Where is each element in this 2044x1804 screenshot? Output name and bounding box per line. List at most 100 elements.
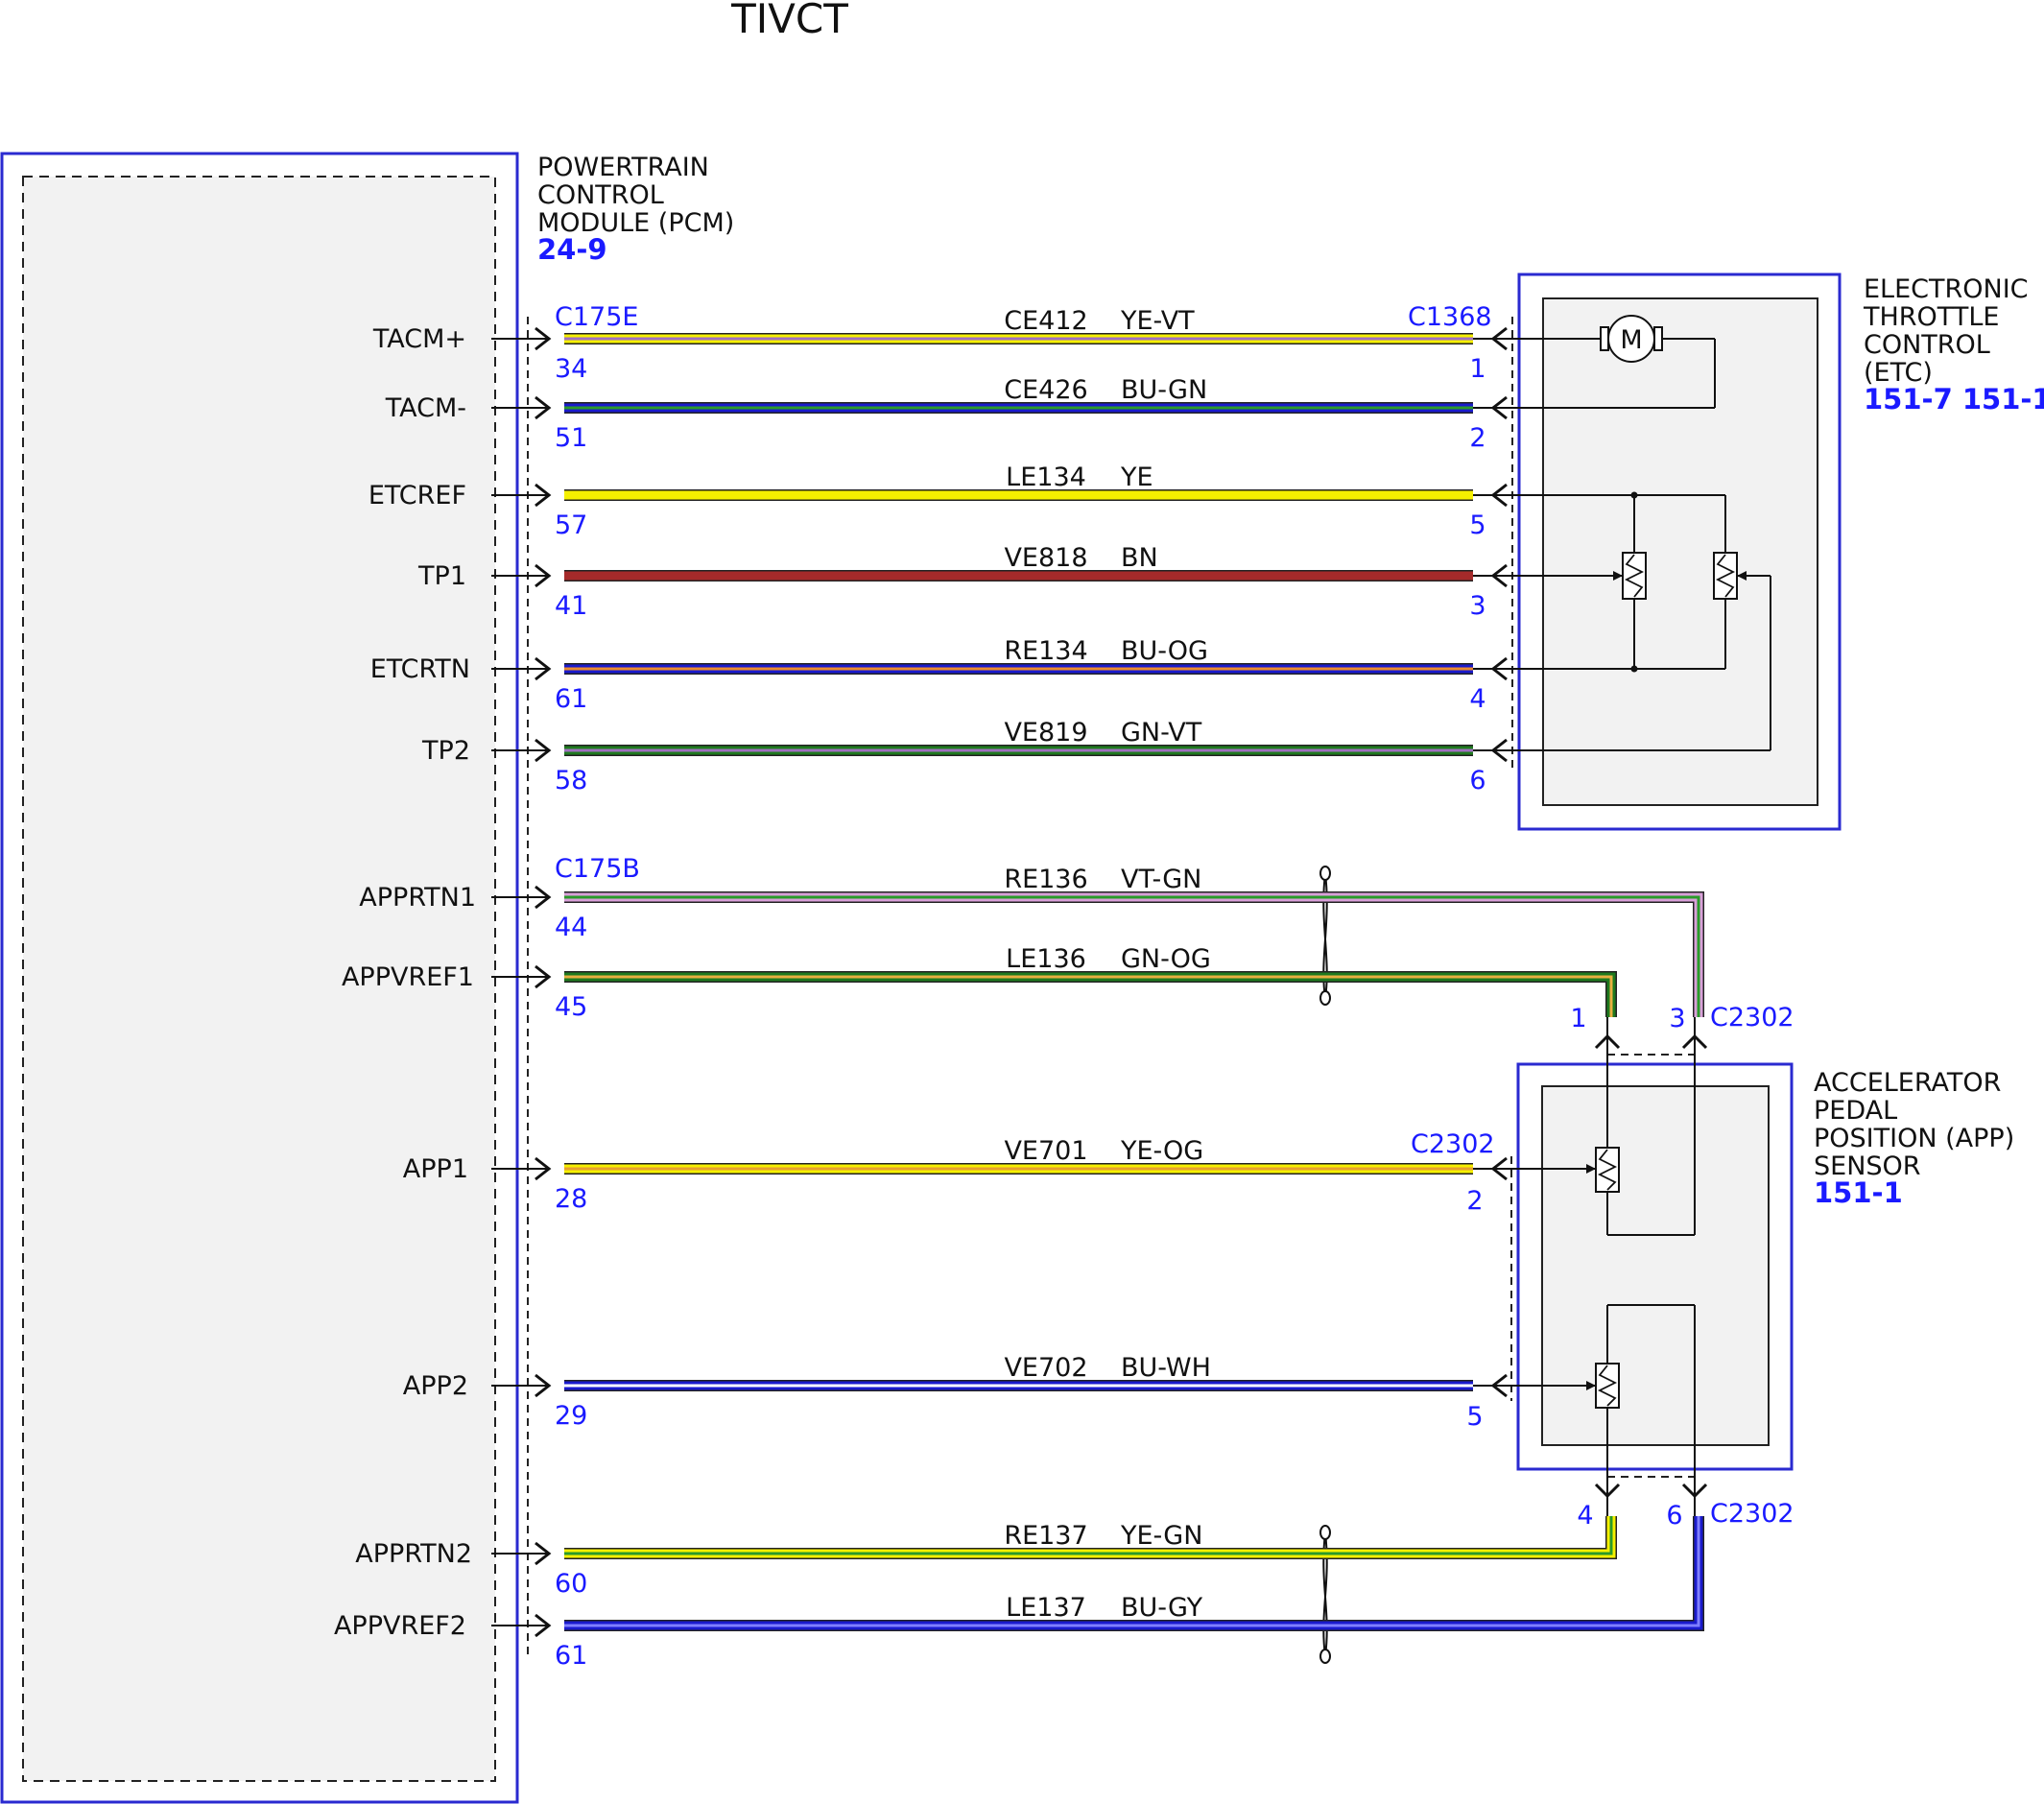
app-connector-bottom[interactable]: C2302 — [1710, 1499, 1794, 1529]
far-pin-number: 1 — [1469, 354, 1485, 384]
pcm-pin-number: 41 — [555, 591, 587, 621]
pcm-connector-c175b[interactable]: C175B — [555, 854, 640, 884]
pcm-name-line-3: MODULE (PCM) — [537, 208, 734, 238]
pcm-arrow-icon — [535, 1613, 552, 1638]
pcm-pin-label: TP1 — [417, 561, 466, 591]
pcm-arrow-icon — [535, 1156, 552, 1181]
pcm-pin-label: ETCREF — [368, 481, 466, 510]
app-sensor-elements-icon — [1497, 1035, 1696, 1497]
etc-connector-c1368[interactable]: C1368 — [1408, 302, 1492, 332]
throttle-motor-icon: M — [1497, 315, 1716, 409]
wire-le137[interactable]: APPVREF2 61 LE137 BU-GY 6 — [334, 1494, 1704, 1671]
etc-name-line-4: (ETC) — [1864, 358, 1933, 388]
wire-color-code: BN — [1121, 543, 1158, 573]
wire-color-code: YE — [1120, 463, 1153, 492]
wire-circuit-id: RE137 — [1004, 1521, 1087, 1551]
app-connector-top[interactable]: C2302 — [1710, 1003, 1794, 1033]
pcm-pin-number: 44 — [555, 913, 587, 942]
pcm-connector-c175e[interactable]: C175E — [555, 302, 638, 332]
far-pin-number: 4 — [1469, 684, 1485, 714]
pcm-module: POWERTRAIN CONTROL MODULE (PCM) 24-9 — [0, 152, 734, 1804]
pcm-pin-label: APPVREF1 — [342, 962, 474, 992]
etc-name-line-2: THROTTLE — [1863, 302, 1999, 332]
wire-circuit-id: LE134 — [1006, 463, 1086, 492]
pcm-arrow-icon — [535, 563, 552, 588]
pcm-arrow-icon — [535, 738, 552, 763]
wire-circuit-id: RE136 — [1004, 865, 1087, 894]
pcm-arrow-icon — [535, 483, 552, 508]
pcm-pin-number: 51 — [555, 423, 587, 453]
pcm-pin-label: APPRTN1 — [359, 883, 476, 913]
pcm-pin-number: 61 — [555, 684, 587, 714]
pcm-arrow-icon — [535, 1541, 552, 1566]
pcm-pin-label: TP2 — [421, 736, 470, 766]
wire-color-code: BU-GY — [1121, 1593, 1203, 1623]
wire-le134[interactable]: ETCREF 57 LE134 YE 5 — [368, 463, 1508, 540]
pcm-pin-label: APPVREF2 — [334, 1611, 466, 1641]
pcm-arrow-icon — [535, 964, 552, 989]
wire-circuit-id: RE134 — [1004, 636, 1087, 666]
pcm-name-line-2: CONTROL — [537, 180, 664, 210]
wire-color-code: YE-GN — [1120, 1521, 1202, 1551]
far-pin-number: 2 — [1466, 1186, 1483, 1216]
wire-color-code: BU-WH — [1121, 1353, 1211, 1383]
app-sensor-module: ACCELERATOR PEDAL POSITION (APP) SENSOR … — [1516, 1062, 2014, 1471]
app-refs[interactable]: 151-1 — [1814, 1176, 1903, 1209]
wire-circuit-id: VE701 — [1004, 1136, 1087, 1166]
wire-stripe — [564, 895, 1700, 1017]
wire-color-code: YE-VT — [1120, 306, 1195, 336]
pcm-pin-number: 57 — [555, 510, 587, 540]
wire-circuit-id: VE818 — [1004, 543, 1087, 573]
wire-circuit-id: CE426 — [1004, 375, 1087, 405]
app-name-line-2: PEDAL — [1814, 1096, 1897, 1126]
pcm-refs[interactable]: 24-9 — [537, 233, 607, 266]
far-pin-number: 5 — [1466, 1402, 1483, 1432]
wire-circuit-id: LE137 — [1006, 1593, 1086, 1623]
motor-label: M — [1620, 325, 1642, 355]
wire-color-code: GN-OG — [1121, 944, 1211, 974]
wire-color-code: VT-GN — [1121, 865, 1201, 894]
app-name-line-4: SENSOR — [1814, 1151, 1921, 1181]
pcm-pin-label: TACM- — [385, 393, 466, 423]
twisted-pair-icon-lower — [1319, 1525, 1331, 1664]
wire-stripe — [564, 975, 1613, 1017]
throttle-position-sensors-icon — [1497, 491, 1771, 751]
twisted-pair-icon-upper — [1319, 866, 1331, 1006]
wire-stripe — [564, 1516, 1700, 1627]
wire-color-code: GN-VT — [1121, 718, 1202, 748]
pcm-pin-number: 61 — [555, 1641, 587, 1671]
app-name-line-1: ACCELERATOR — [1814, 1068, 2001, 1098]
wire-stripe — [564, 1516, 1613, 1555]
pcm-arrow-icon — [535, 395, 552, 420]
pcm-arrow-icon — [535, 326, 552, 351]
wire-circuit-id: CE412 — [1004, 306, 1087, 336]
far-pin-number: 4 — [1577, 1501, 1593, 1531]
pcm-pin-number: 58 — [555, 766, 587, 795]
pcm-pin-number: 60 — [555, 1569, 587, 1599]
etc-module: ELECTRONIC THROTTLE CONTROL (ETC) 151-7 … — [1517, 273, 2044, 831]
pcm-name-line-1: POWERTRAIN — [537, 153, 709, 182]
wire-circuit-id: VE819 — [1004, 718, 1087, 748]
pcm-pin-number: 29 — [555, 1401, 587, 1431]
pcm-pin-number: 28 — [555, 1184, 587, 1214]
etc-refs[interactable]: 151-7 151-11 — [1864, 383, 2044, 415]
wire-color-code: BU-OG — [1121, 636, 1208, 666]
pcm-pin-label: APP1 — [403, 1154, 468, 1184]
app-connector-middle[interactable]: C2302 — [1411, 1129, 1495, 1159]
far-pin-number: 2 — [1469, 423, 1485, 453]
app-name-line-3: POSITION (APP) — [1814, 1124, 2014, 1153]
far-pin-number: 6 — [1666, 1501, 1682, 1531]
wire-circuit-id: LE136 — [1006, 944, 1086, 974]
far-pin-number: 5 — [1469, 510, 1485, 540]
pcm-pin-number: 45 — [555, 992, 587, 1022]
